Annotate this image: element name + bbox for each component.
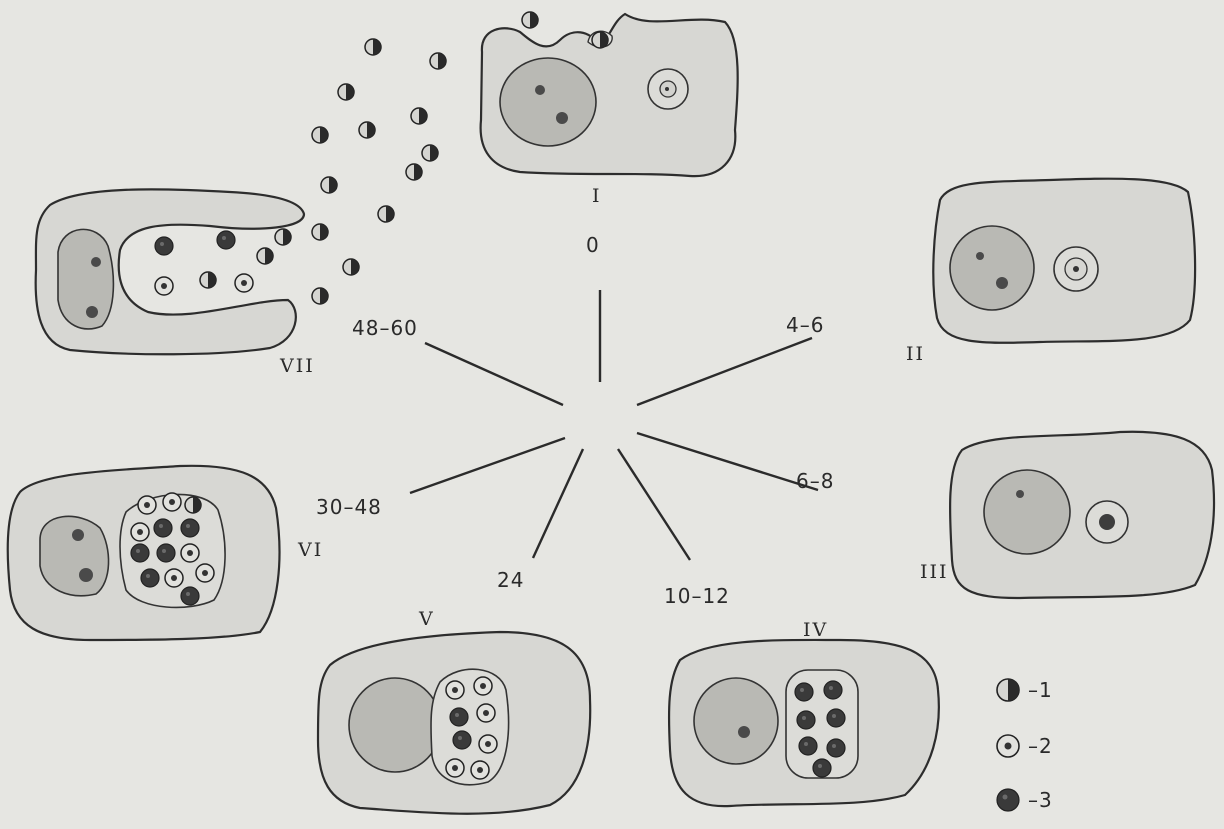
stage-numeral-VII: VII [279, 355, 315, 377]
stage-numeral-II: II [906, 343, 925, 365]
ringed-body-icon [997, 735, 1019, 757]
cell-stage-VI [8, 466, 280, 640]
sporozoite-body-icon [522, 12, 538, 28]
dark-body-icon [997, 789, 1019, 811]
cell-stage-V [318, 632, 590, 814]
stage-numeral-V: V [418, 608, 435, 630]
time-label-10-12: 10–12 [664, 584, 730, 608]
legend: –1 –2 –3 [997, 678, 1053, 812]
ray-30-48 [410, 438, 565, 493]
time-label-48-60: 48–60 [352, 316, 418, 340]
time-label-30-48: 30–48 [316, 495, 382, 519]
time-label-4-6: 4–6 [786, 313, 824, 337]
time-label-0: 0 [586, 233, 600, 257]
ray-4-6 [637, 338, 812, 405]
ray-48-60 [425, 343, 563, 405]
time-label-6-8: 6–8 [796, 469, 834, 493]
cell-stage-IV [669, 640, 939, 806]
ray-10-12 [618, 449, 690, 560]
half-shaded-body-icon [997, 679, 1019, 701]
legend-label-1: –1 [1028, 678, 1053, 702]
legend-label-2: –2 [1028, 734, 1053, 758]
stage-numeral-VI: VI [297, 539, 323, 561]
sporozoite-body-icon [592, 32, 608, 48]
legend-label-3: –3 [1028, 788, 1053, 812]
released-bodies [257, 39, 446, 304]
ray-6-8 [637, 433, 818, 490]
stage-numeral-I: I [592, 185, 602, 207]
time-rays [410, 290, 818, 560]
stage-numeral-III: III [920, 561, 949, 583]
ray-24 [533, 449, 583, 558]
cell-stage-VII [36, 189, 304, 354]
cell-stage-III [950, 432, 1214, 598]
stage-numeral-IV: IV [803, 619, 828, 641]
time-label-24: 24 [497, 568, 524, 592]
cell-stage-II [933, 179, 1195, 343]
cell-stage-I [481, 12, 738, 176]
